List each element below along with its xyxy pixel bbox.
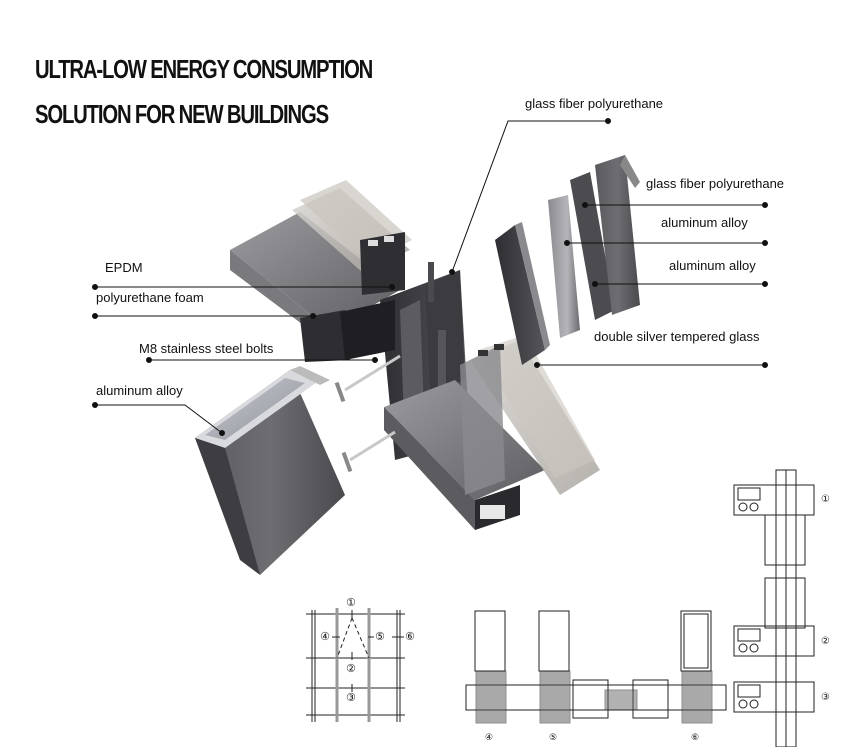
lower-glass-unit — [460, 335, 600, 495]
exploded-profiles — [495, 155, 640, 365]
title-line-2: SOLUTION FOR NEW BUILDINGS — [35, 99, 329, 129]
vertical-section-marker-1: ① — [821, 494, 830, 505]
title-line-1: ULTRA-LOW ENERGY CONSUMPTION — [35, 54, 373, 84]
upper-transom-box — [230, 212, 400, 362]
elevation-marker-6: ⑥ — [405, 630, 415, 643]
callout-label-aluminum-alloy-right-2: aluminum alloy — [669, 258, 756, 273]
callout-label-epdm: EPDM — [105, 260, 143, 275]
horizontal-section-marker-4: ④ — [485, 733, 494, 743]
callout-label-aluminum-alloy-left: aluminum alloy — [96, 383, 183, 398]
leader-aluminum-left — [95, 404, 223, 434]
elevation-key-diagram — [306, 608, 405, 722]
upper-glass-unit — [292, 180, 412, 295]
callout-leaders — [92, 118, 768, 436]
horizontal-section-marker-5: ⑤ — [549, 733, 558, 743]
aluminum-mullion-box — [195, 366, 345, 575]
stainless-steel-bolts — [334, 354, 401, 473]
callout-label-glass-fiber-polyurethane-right: glass fiber polyurethane — [646, 176, 785, 191]
horizontal-section-marker-6: ⑥ — [691, 733, 700, 743]
vertical-section-marker-3: ③ — [821, 692, 830, 703]
callout-label-glass-fiber-polyurethane-top: glass fiber polyurethane — [525, 96, 664, 111]
callout-label-double-silver-tempered-glass: double silver tempered glass — [594, 329, 760, 344]
leader-glass-fiber-top — [451, 120, 608, 273]
elevation-marker-1: ① — [346, 596, 356, 609]
vertical-section-marker-2: ② — [821, 636, 830, 647]
elevation-marker-5: ⑤ — [375, 630, 385, 643]
horizontal-section-drawing — [465, 610, 727, 724]
callout-label-aluminum-alloy-right-1: aluminum alloy — [661, 215, 748, 230]
elevation-marker-2: ② — [346, 662, 356, 675]
callout-label-polyurethane-foam: polyurethane foam — [96, 290, 204, 305]
vertical-section-drawing — [733, 469, 815, 747]
callout-label-m8-stainless-steel-bolts: M8 stainless steel bolts — [139, 341, 274, 356]
elevation-marker-4: ④ — [320, 630, 330, 643]
elevation-marker-3: ③ — [346, 691, 356, 704]
